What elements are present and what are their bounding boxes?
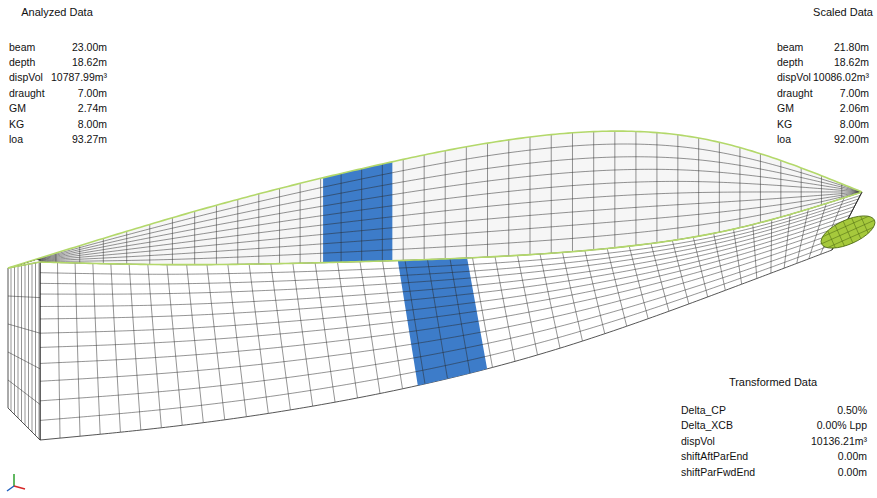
panel-title: Transformed Data: [728, 376, 818, 389]
hull-side: [40, 192, 862, 440]
field-value: 23.00m: [71, 41, 108, 54]
field-value: 10136.21m³: [810, 435, 868, 448]
field-name: KG: [776, 118, 793, 131]
field-value: 21.80m: [833, 41, 870, 54]
transom-line: [8, 296, 40, 298]
transom-line: [32, 264, 33, 433]
transom-line: [21, 265, 22, 421]
field-name: shiftParFwdEnd: [680, 466, 756, 479]
field-name: dispVol: [8, 71, 44, 84]
transom-line: [35, 263, 36, 436]
field-name: GM: [776, 102, 795, 115]
field-name: Delta_CP: [680, 404, 727, 417]
side-grid: [40, 192, 862, 440]
field-value: 0.00m: [837, 466, 868, 479]
transom-line: [18, 266, 19, 418]
field-value: 0.00% Lpp: [816, 419, 868, 432]
field-value: 8.00m: [77, 118, 108, 131]
panel-title: Scaled Data: [812, 6, 874, 19]
field-name: loa: [776, 133, 792, 146]
field-name: depth: [776, 56, 804, 69]
field-value: 93.27m: [71, 133, 108, 146]
field-name: beam: [8, 41, 36, 54]
field-name: dispVol: [680, 435, 716, 448]
transom-line: [28, 264, 29, 428]
field-value: 0.50%: [836, 404, 868, 417]
bulbous-bow: [817, 209, 877, 255]
field-value: 2.74m: [77, 102, 108, 115]
field-name: KG: [8, 118, 25, 131]
transom-line: [39, 262, 40, 439]
deck-edge: [8, 131, 862, 268]
field-name: depth: [8, 56, 36, 69]
section-band: [323, 162, 392, 263]
field-name: beam: [776, 41, 804, 54]
field-value: 18.62m: [833, 56, 870, 69]
field-value: 92.00m: [833, 133, 870, 146]
deck-edge: [8, 262, 40, 268]
field-name: shiftAftParEnd: [680, 450, 749, 463]
field-value: 0.00m: [837, 450, 868, 463]
transom-line: [8, 380, 40, 404]
transom-line: [8, 352, 40, 369]
field-name: draught: [776, 87, 814, 100]
field-value: 18.62m: [71, 56, 108, 69]
field-value: 2.06m: [839, 102, 870, 115]
field-value: 10086.02m³: [812, 71, 870, 84]
transom-line: [8, 324, 40, 333]
field-name: Delta_XCB: [680, 419, 734, 432]
transom-line: [14, 267, 15, 415]
field-value: 10787.99m³: [50, 71, 108, 84]
field-name: GM: [8, 102, 27, 115]
transom-line: [11, 267, 12, 411]
field-name: draught: [8, 87, 46, 100]
field-name: loa: [8, 133, 24, 146]
deck-edge: [40, 192, 862, 265]
transom: [8, 262, 40, 440]
axis-icon: [7, 474, 25, 491]
field-value: 7.00m: [77, 87, 108, 100]
field-value: 8.00m: [839, 118, 870, 131]
field-name: dispVol: [776, 71, 812, 84]
field-value: 7.00m: [839, 87, 870, 100]
transom-line: [25, 265, 26, 425]
panel-title: Analyzed Data: [20, 6, 94, 19]
